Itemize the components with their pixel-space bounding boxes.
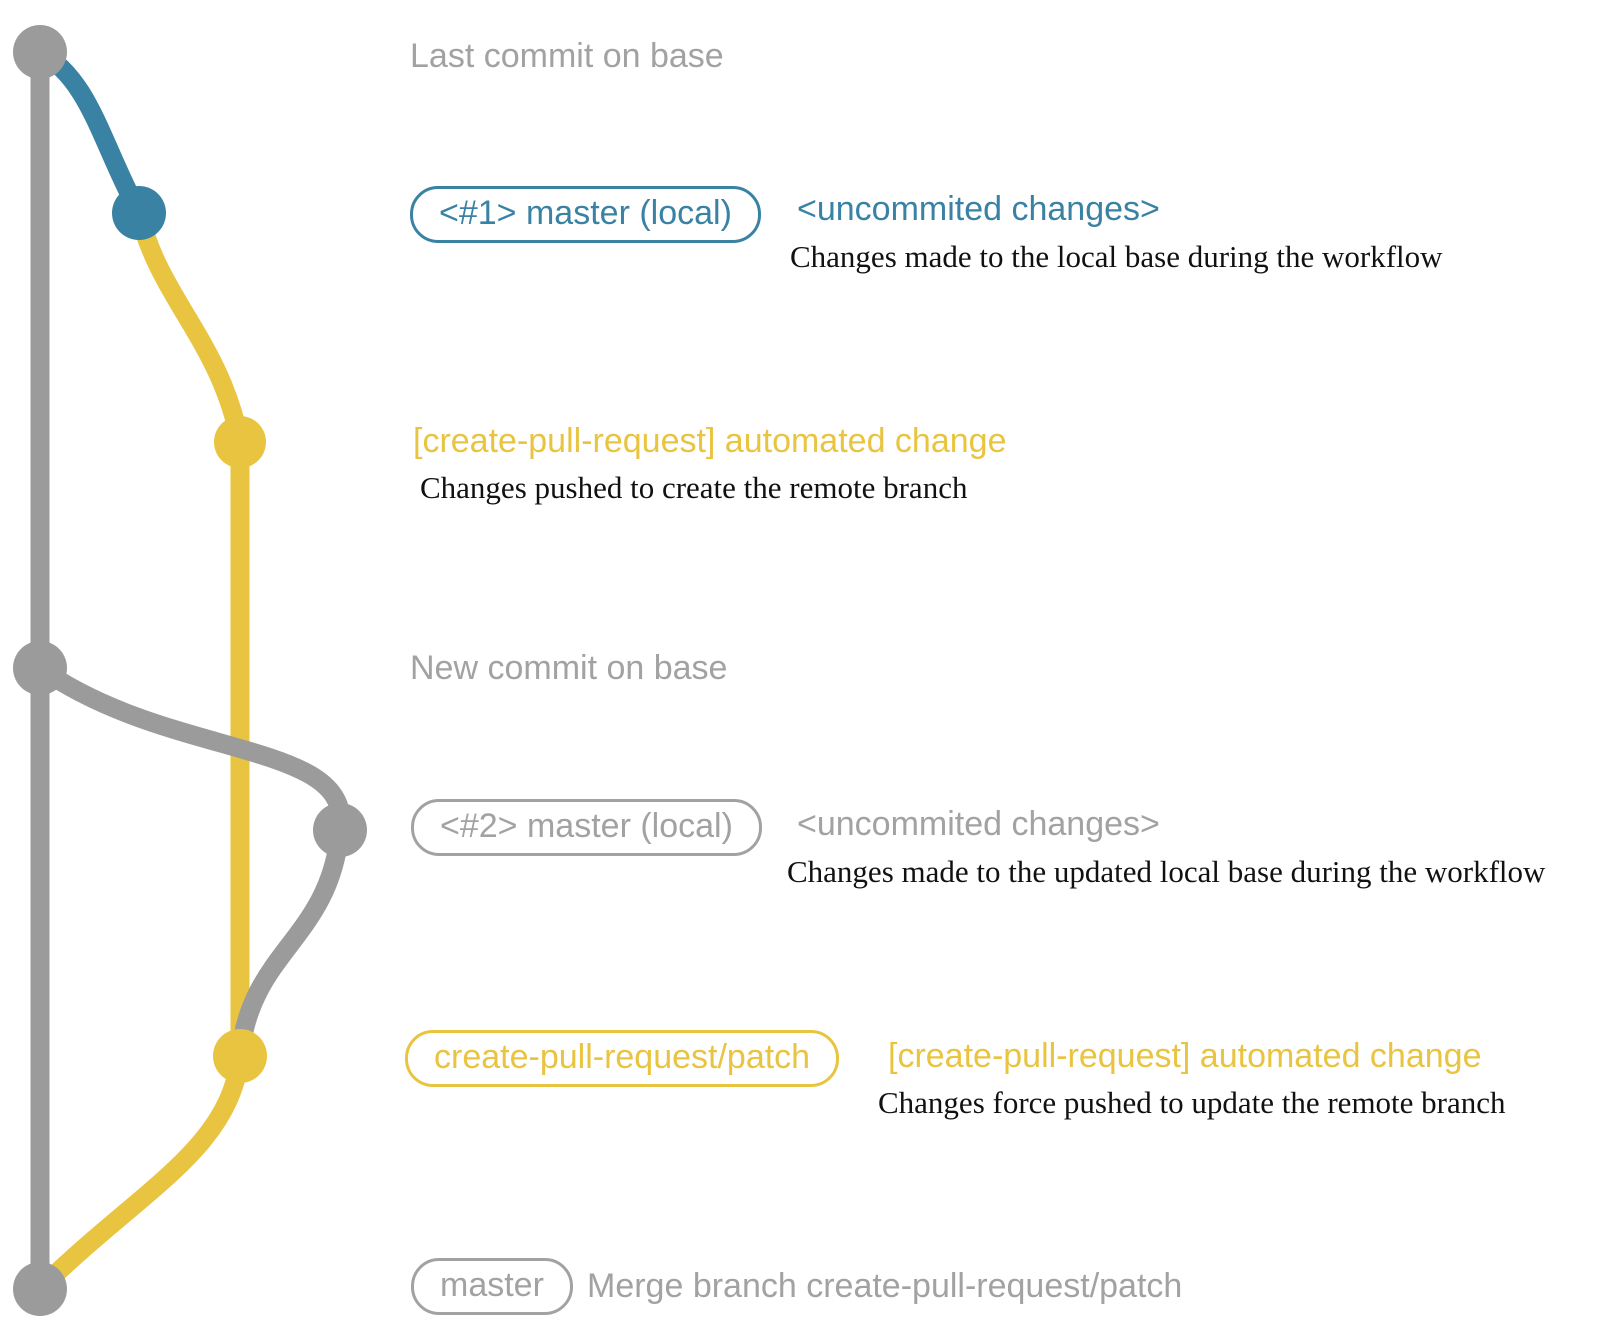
commit-dot-merge [13,1262,67,1316]
commit-message-new-base: New commit on base [410,649,728,687]
branch-badge-patch: create-pull-request/patch [405,1030,840,1087]
branch-badge-master-local-1: <#1> master (local) [410,186,761,243]
patch-branch-curve-top [129,210,250,444]
commit-dot-local-master-2 [313,803,367,857]
commit-message-uncommitted-1: <uncommited changes> [797,190,1160,228]
commit-message-last-base: Last commit on base [410,37,724,75]
commit-message-merge: Merge branch create-pull-request/patch [587,1267,1183,1305]
commit-message-automated-change-2: [create-pull-request] automated change [888,1037,1482,1075]
local-master2-branch-curve [34,660,351,832]
note-local-base-changes: Changes made to the local base during th… [790,239,1443,274]
branch-badge-master-local-2: <#2> master (local) [411,799,762,856]
commit-dot-automated-change-1 [214,416,266,468]
local-master2-merge-curve [230,829,350,1057]
commit-message-automated-change-1: [create-pull-request] automated change [413,422,1007,460]
local-master-branch-curve [35,43,148,218]
commit-message-uncommitted-2: <uncommited changes> [797,805,1160,843]
branch-badge-master: master [411,1258,573,1315]
commit-graph [13,25,367,1316]
commit-dot-last-base [13,25,67,79]
note-changes-pushed: Changes pushed to create the remote bran… [420,470,968,505]
patch-merge-curve [33,1054,250,1296]
commit-dot-new-base [13,641,67,695]
note-updated-local-base-changes: Changes made to the updated local base d… [787,854,1546,889]
note-changes-force-pushed: Changes force pushed to update the remot… [878,1085,1506,1120]
commit-dot-local-master-1 [112,186,166,240]
commit-dot-automated-change-2 [213,1029,267,1083]
